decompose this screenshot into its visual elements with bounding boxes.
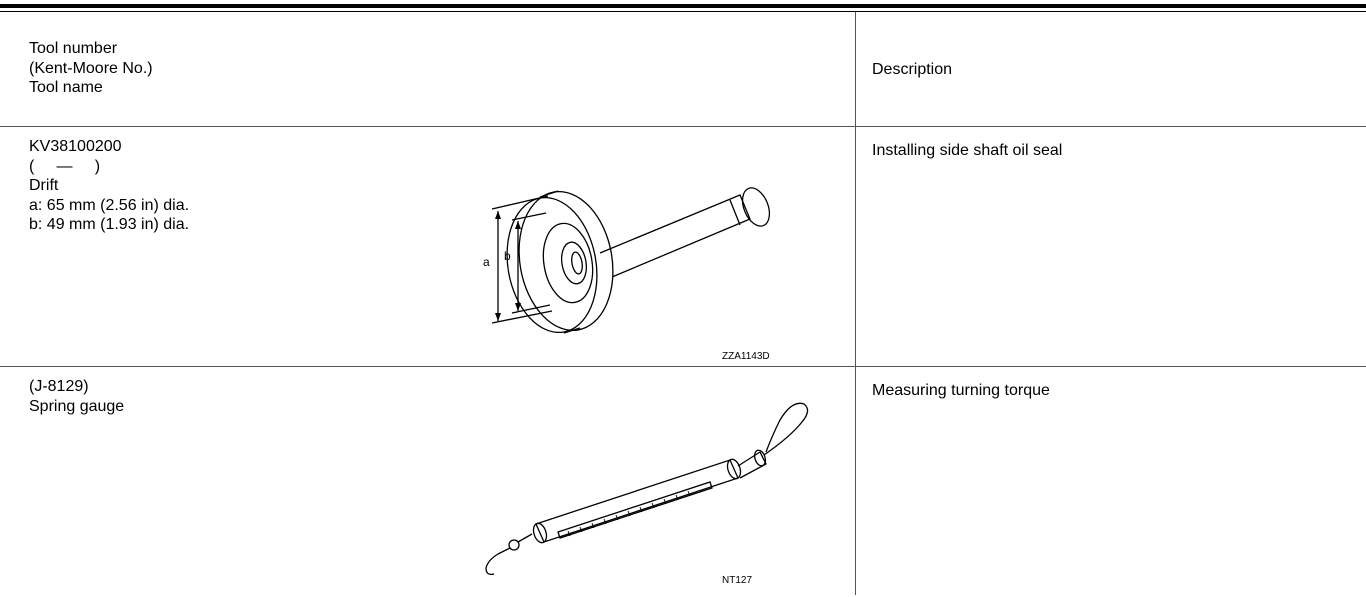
special-tools-table: Tool number (Kent-Moore No.) Tool name D… [0, 12, 1366, 595]
table-header-row: Tool number (Kent-Moore No.) Tool name D… [0, 12, 1366, 127]
column-divider [855, 12, 856, 595]
tool-description: Measuring turning torque [872, 382, 1050, 399]
tool-number: KV38100200 [29, 138, 122, 155]
header-tool-number: Tool number [29, 40, 118, 57]
figure-code: ZZA1143D [722, 351, 770, 362]
tool-description: Installing side shaft oil seal [872, 142, 1063, 159]
tool-name: Drift [29, 177, 59, 194]
dimension-label-b: b [504, 249, 511, 263]
top-rule-thick [0, 4, 1366, 8]
table-row: (J-8129) Spring gauge [0, 367, 1366, 595]
kent-moore-number: ( — ) [29, 157, 101, 175]
spring-gauge-drawing [485, 402, 809, 576]
kent-moore-number: (J-8129) [29, 378, 89, 395]
figure-code: NT127 [722, 575, 753, 586]
tool-name: Spring gauge [29, 397, 125, 415]
header-tool-name: Tool name [29, 79, 103, 96]
tool-spec-a: a: 65 mm (2.56 in) dia. [29, 196, 190, 214]
header-description: Description [872, 61, 953, 78]
drift-drawing [491, 187, 771, 334]
tool-cell: KV38100200 ( — ) Drift a: 65 mm (2.56 in… [29, 137, 189, 235]
table-row: KV38100200 ( — ) Drift a: 65 mm (2.56 in… [0, 127, 1366, 367]
dimension-label-a: a [483, 255, 490, 269]
tool-cell: (J-8129) Spring gauge [29, 377, 124, 416]
tool-spec-b: b: 49 mm (1.93 in) dia. [29, 216, 190, 233]
spring-gauge-illustration: NT127 [440, 382, 840, 592]
top-rule-thin [0, 11, 1366, 12]
drift-illustration: a b ZZA1143D [440, 145, 840, 365]
header-kent-moore: (Kent-Moore No.) [29, 59, 153, 77]
header-tool-cell: Tool number (Kent-Moore No.) Tool name [29, 39, 153, 98]
